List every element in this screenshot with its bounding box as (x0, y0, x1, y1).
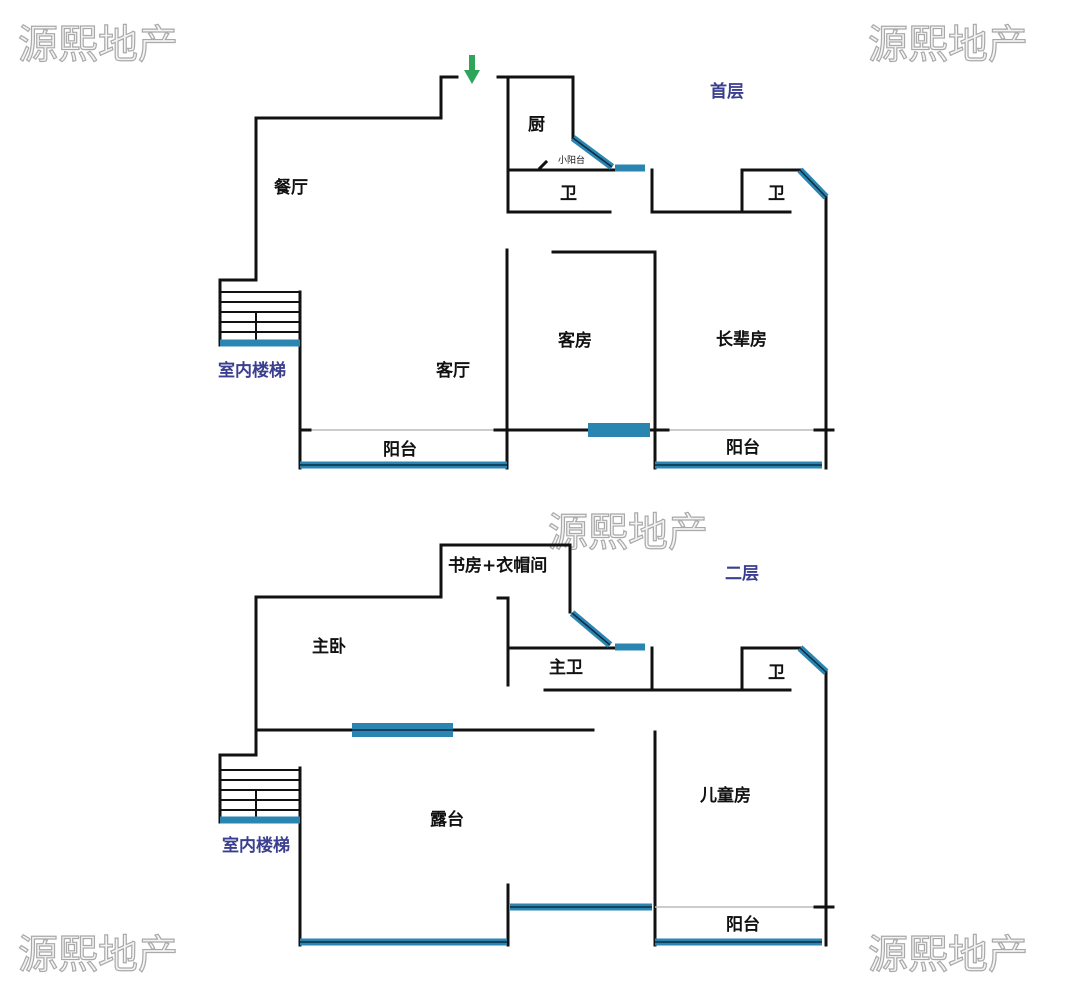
watermark: 源熙地产 (18, 932, 178, 978)
room-small-balcony: 小阳台 (558, 154, 585, 166)
room-kids: 儿童房 (699, 785, 751, 806)
watermark: 源熙地产 (18, 22, 178, 68)
walls (218, 75, 835, 470)
room-study: 书房+衣帽间 (448, 555, 547, 576)
room-terrace: 露台 (430, 809, 464, 830)
room-master: 主卧 (312, 636, 346, 657)
room-kitchen: 厨 (528, 115, 545, 135)
watermark: 源熙地产 (868, 932, 1028, 978)
floor-2: 二层 书房+衣帽间 主卧 主卫 卫 室内楼梯 露台 儿童房 阳台 (218, 543, 835, 947)
room-balcony: 阳台 (726, 914, 760, 935)
entrance-arrow-icon (464, 55, 480, 84)
walls (218, 543, 835, 947)
room-balcony-right: 阳台 (726, 437, 760, 458)
room-stairs: 室内楼梯 (218, 360, 286, 381)
room-master-bath: 主卫 (549, 657, 583, 678)
floor-2-title: 二层 (725, 564, 759, 584)
room-balcony-left: 阳台 (383, 439, 417, 460)
watermark: 源熙地产 (868, 22, 1028, 68)
room-bath-2: 卫 (768, 184, 785, 204)
room-stairs: 室内楼梯 (222, 835, 290, 856)
windows (300, 610, 829, 946)
floor-1: 首层 餐厅 厨 小阳台 卫 卫 室内楼梯 客厅 客房 长辈房 阳台 阳台 (218, 55, 835, 470)
room-elder: 长辈房 (716, 329, 767, 350)
stairs (219, 291, 301, 347)
room-dining: 餐厅 (274, 177, 308, 198)
room-bath: 卫 (768, 663, 785, 683)
stairs (219, 767, 301, 824)
windows (300, 135, 829, 469)
room-guest: 客房 (557, 330, 592, 351)
room-bath-1: 卫 (560, 184, 577, 204)
floor-1-title: 首层 (710, 81, 744, 102)
room-living: 客厅 (435, 360, 470, 381)
watermark: 源熙地产 (548, 510, 708, 556)
